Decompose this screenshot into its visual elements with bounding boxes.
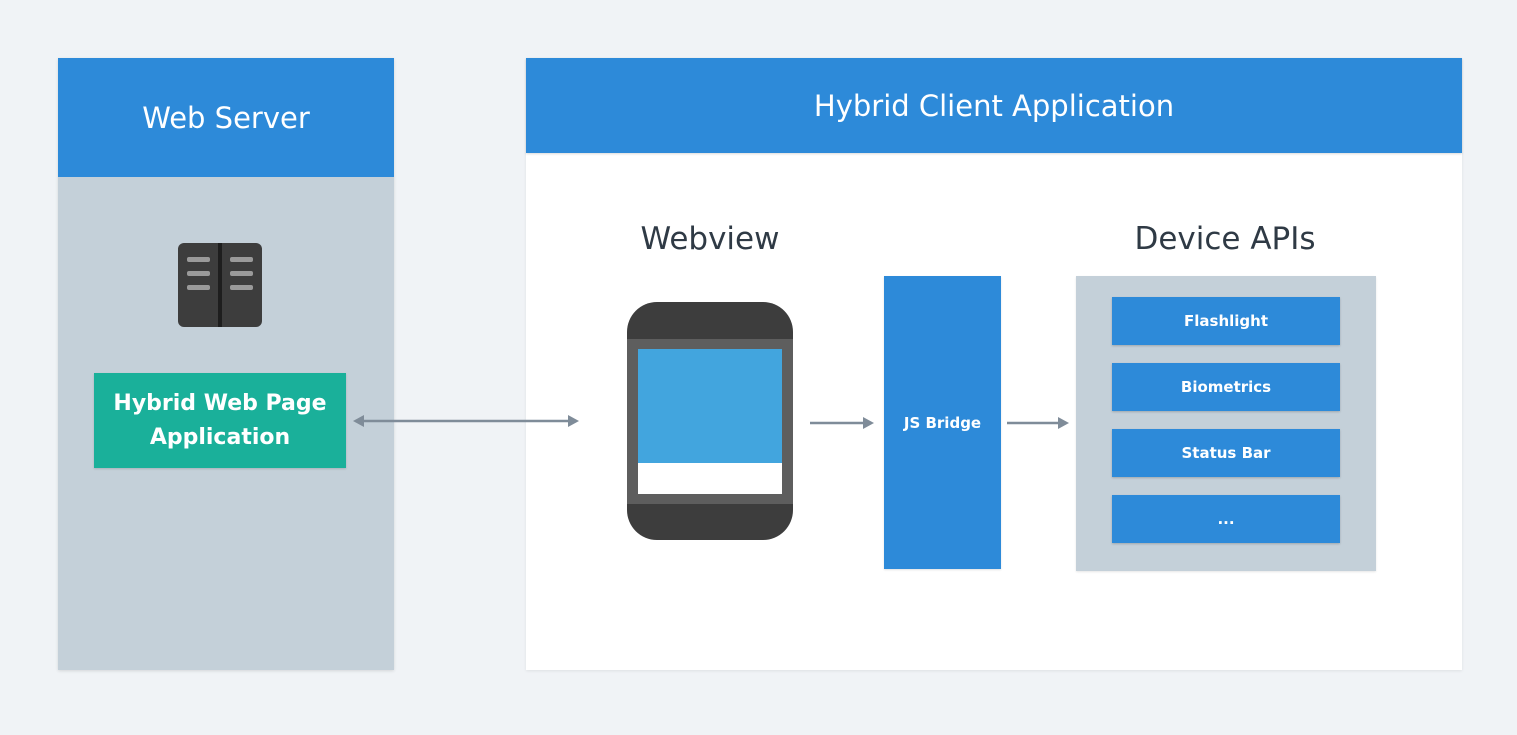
api-item-flashlight: Flashlight — [1112, 297, 1340, 345]
device-apis-title: Device APIs — [1134, 221, 1316, 257]
web-server-title: Web Server — [58, 58, 394, 177]
api-item-biometrics: Biometrics — [1112, 363, 1340, 411]
js-bridge-block: JS Bridge — [884, 276, 1001, 569]
server-icon — [178, 243, 262, 327]
app-box-line1: Hybrid Web Page — [113, 390, 327, 416]
webview-title: Webview — [640, 221, 780, 257]
app-box-line2: Application — [149, 424, 291, 450]
hybrid-web-page-application-box: Hybrid Web Page Application — [94, 373, 346, 468]
hybrid-client-title: Hybrid Client Application — [526, 58, 1462, 153]
mobile-phone-icon — [627, 302, 793, 540]
api-item-more: ... — [1112, 495, 1340, 543]
api-item-status-bar: Status Bar — [1112, 429, 1340, 477]
